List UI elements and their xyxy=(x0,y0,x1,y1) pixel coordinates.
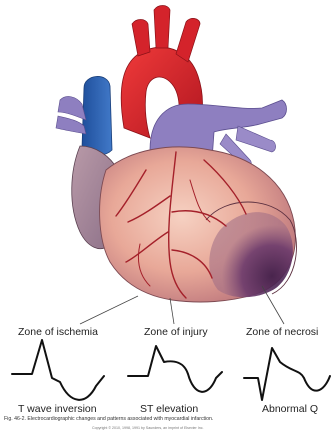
st-elevation-label: ST elevation xyxy=(140,403,198,415)
copyright-notice: Copyright © 2010, 1998, 1991 by Saunders… xyxy=(92,426,204,430)
zone-ischemia-label: Zone of ischemia xyxy=(18,326,98,338)
abnormal-q-label: Abnormal Q xyxy=(262,403,318,415)
pulmonary-branches-left xyxy=(56,97,86,134)
zone-injury-label: Zone of injury xyxy=(144,326,208,338)
superior-vena-cava xyxy=(82,76,112,155)
t-wave-inversion-label: T wave inversion xyxy=(18,403,97,415)
ecg-t-wave-inversion xyxy=(12,340,104,400)
zone-necrosis-label: Zone of necrosi xyxy=(246,326,318,338)
ecg-st-elevation xyxy=(128,346,222,392)
ecg-abnormal-q xyxy=(244,348,330,400)
figure-caption: Fig. 46-2. Electrocardiographic changes … xyxy=(4,416,213,422)
